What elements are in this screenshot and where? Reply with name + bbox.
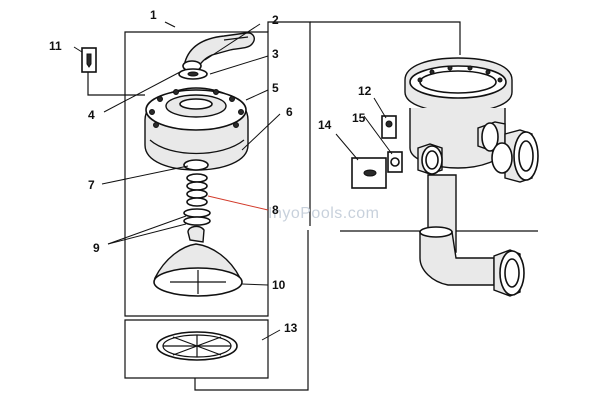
handle-part xyxy=(182,32,255,72)
watermark-text: InyoPools.com xyxy=(268,205,379,222)
callout-14: 14 xyxy=(318,118,332,132)
cover-part xyxy=(144,87,249,171)
valve-body-part xyxy=(404,57,539,297)
screw-part xyxy=(81,47,97,73)
gauge-parts xyxy=(351,115,403,189)
washer-part xyxy=(178,68,208,80)
callout-1: 1 xyxy=(150,8,157,22)
callout-8: 8 xyxy=(272,203,279,217)
callout-10: 10 xyxy=(272,278,286,292)
gasket-part xyxy=(156,331,238,361)
callout-6: 6 xyxy=(286,105,293,119)
callout-7: 7 xyxy=(88,178,95,192)
callout-15: 15 xyxy=(352,111,366,125)
callout-leaders xyxy=(73,23,393,341)
rotor-part xyxy=(153,225,243,297)
callout-labels: 1 2 3 4 5 6 7 8 9 10 11 12 13 14 15 xyxy=(49,8,372,335)
callout-13: 13 xyxy=(284,321,298,335)
callout-9: 9 xyxy=(93,241,100,255)
callout-3: 3 xyxy=(272,47,279,61)
callout-4: 4 xyxy=(88,108,95,122)
callout-11: 11 xyxy=(49,39,62,53)
callout-5: 5 xyxy=(272,81,279,95)
spring-part xyxy=(186,173,208,207)
callout-12: 12 xyxy=(358,84,372,98)
callout-2: 2 xyxy=(272,13,279,27)
o-ring-parts xyxy=(183,208,211,226)
